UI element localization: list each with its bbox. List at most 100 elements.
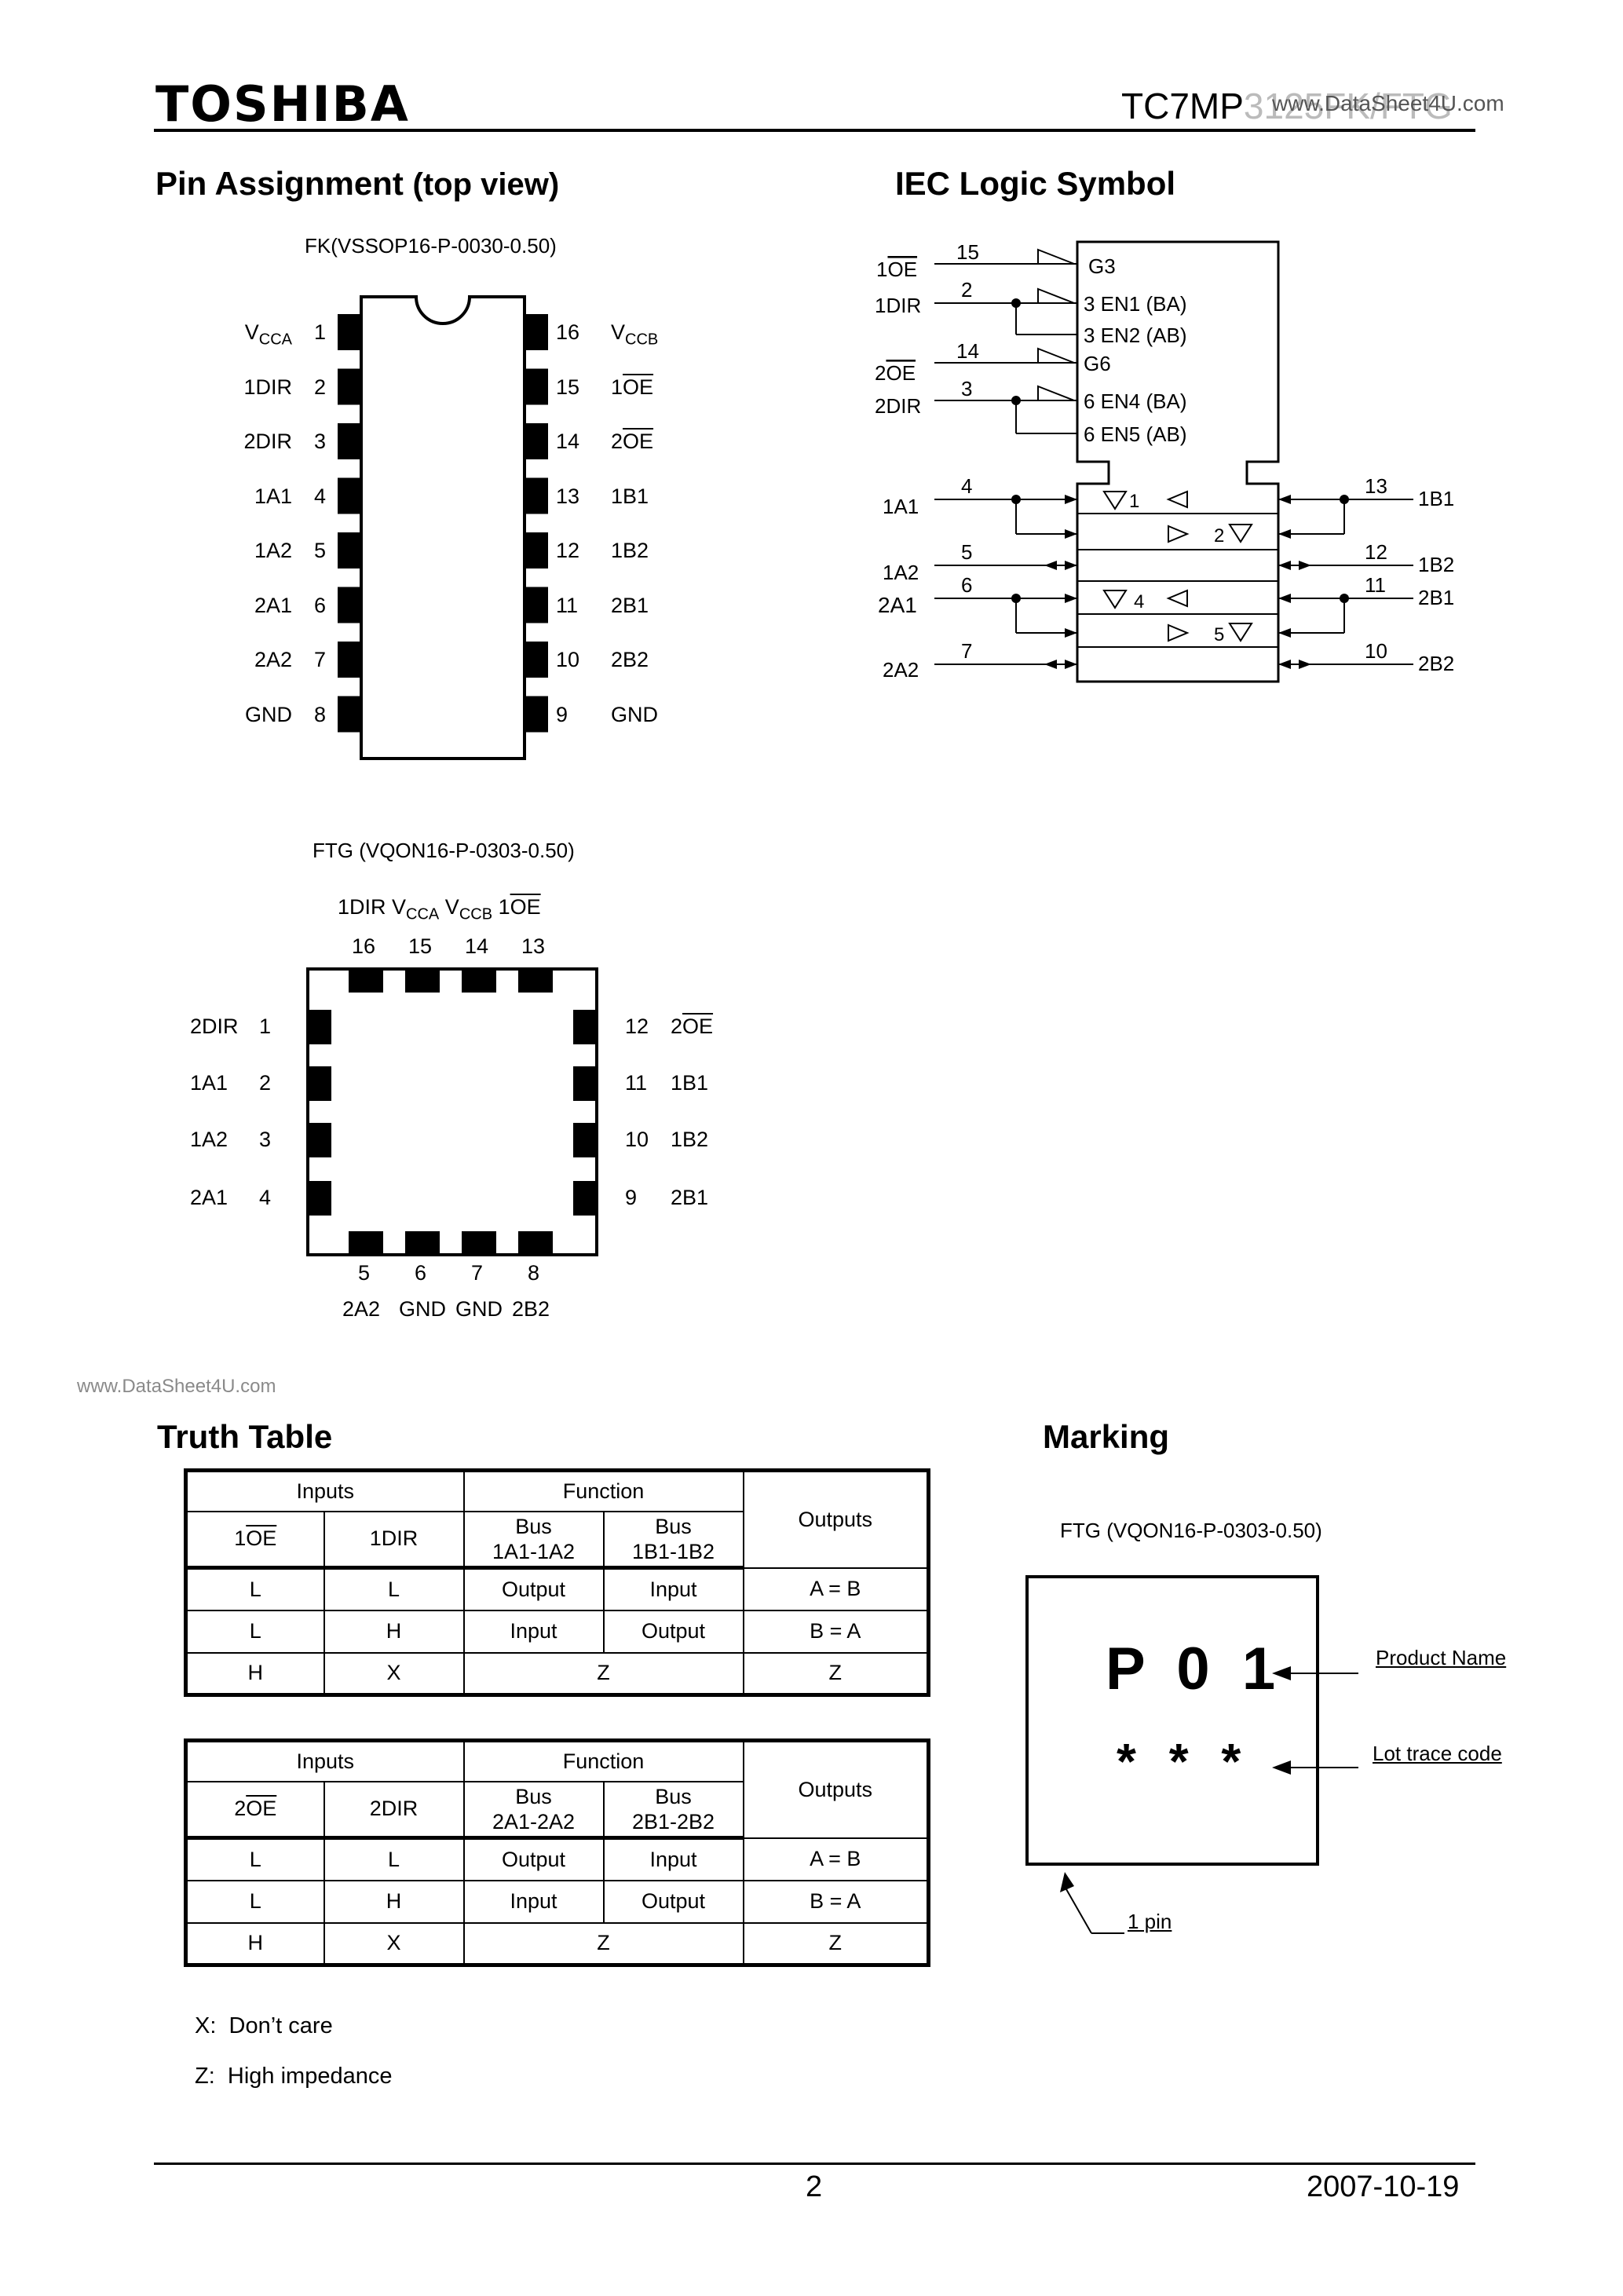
fk-pin-name-11: 2B1 <box>611 593 649 617</box>
fk-pad-left-5 <box>338 532 361 569</box>
ftg-pin-num-12: 12 <box>625 1015 649 1038</box>
iec-ctrl-num-14: 14 <box>956 339 979 363</box>
table-cell: Z <box>742 1921 930 1966</box>
ftg-pin-num-13: 13 <box>521 934 546 958</box>
ftg-pin-name-3: 1A2 <box>190 1128 228 1151</box>
iec-left-num-4: 4 <box>961 474 972 498</box>
fk-pin-num-12: 12 <box>556 539 580 562</box>
fk-pin-num-14: 14 <box>556 430 580 453</box>
iec-ctrl-label-3: 3 EN2 (AB) <box>1084 324 1187 347</box>
ftg-pad-bottom-7 <box>462 1231 496 1255</box>
fk-package-label: FK(VSSOP16-P-0030-0.50) <box>305 234 557 258</box>
iec-ctrl-label-2: 3 EN1 (BA) <box>1084 292 1187 316</box>
fk-pin-num-6: 6 <box>314 593 327 617</box>
fk-package-body <box>360 295 526 760</box>
product-code: P 0 1 <box>1106 1636 1284 1702</box>
ftg-bottom-label-4: 2B2 <box>512 1297 550 1321</box>
iec-input-2dir: 2DIR <box>875 394 921 418</box>
ftg-package-label: FTG (VQON16-P-0303-0.50) <box>313 839 575 862</box>
ftg-pad-left-4 <box>308 1181 331 1216</box>
ftg-pin-name-12: 2OE <box>671 1015 714 1038</box>
lot-trace-label: Lot trace code <box>1373 1742 1502 1765</box>
table-cell: H <box>185 1651 325 1696</box>
footer-rule <box>154 2163 1475 2165</box>
table-cell: H <box>185 1921 325 1966</box>
table-cell: A = B <box>742 1837 930 1881</box>
table-cell: L <box>323 1567 465 1611</box>
table-cell: L <box>323 1837 465 1881</box>
iec-ctrl-num-2: 2 <box>961 278 972 302</box>
ftg-pad-bottom-8 <box>518 1231 553 1255</box>
fk-pin-num-2: 2 <box>314 375 327 399</box>
ftg-pin-num-16: 16 <box>352 934 376 958</box>
part-number: TC7MP3125FK/FTG <box>1121 85 1453 127</box>
ftg-pad-bottom-5 <box>349 1231 383 1255</box>
iec-right-num-13: 13 <box>1365 474 1387 498</box>
fk-pin-num-16: 16 <box>556 320 580 344</box>
hdr-function: Function <box>462 1469 744 1512</box>
iec-input-2oe: 2OE <box>875 361 916 385</box>
fk-pin-num-8: 8 <box>314 702 327 726</box>
iec-logic-symbol: G3 3 EN1 (BA) 3 EN2 (AB) G6 6 EN4 (BA) 6… <box>875 240 1454 683</box>
hdr-oe: 2OE <box>185 1780 325 1840</box>
table-cell: X <box>323 1921 465 1966</box>
ftg-pin-num-9: 9 <box>625 1186 638 1209</box>
ftg-pin-num-3: 3 <box>259 1128 272 1151</box>
fk-pin-num-7: 7 <box>314 648 327 671</box>
table-cell: H <box>323 1609 465 1654</box>
marking-package-box <box>1025 1575 1319 1866</box>
hdr-inputs: Inputs <box>185 1739 465 1782</box>
ftg-bottom-label-1: 2A2 <box>342 1297 381 1321</box>
ftg-pad-right-9 <box>573 1181 597 1216</box>
page-number: 2 <box>806 2170 823 2203</box>
ftg-pin-num-15: 15 <box>408 934 433 958</box>
fk-pin-num-10: 10 <box>556 648 580 671</box>
iec-right-name-1b1: 1B1 <box>1418 487 1454 510</box>
table-cell: Input <box>602 1837 744 1881</box>
iec-control-block <box>1076 240 1280 683</box>
fk-pin-name-2: 1DIR <box>243 375 292 399</box>
fk-pin-num-11: 11 <box>556 593 579 617</box>
ftg-pin-name-4: 2A1 <box>190 1186 228 1209</box>
fk-pin-num-3: 3 <box>314 430 327 453</box>
table-cell: Output <box>602 1879 744 1924</box>
iec-left-num-7: 7 <box>961 639 972 663</box>
fk-pin-num-1: 1 <box>314 320 327 344</box>
table-cell: B = A <box>742 1609 930 1654</box>
fk-pin-num-9: 9 <box>556 702 568 726</box>
table-cell: Input <box>462 1879 605 1924</box>
pin-assignment-subtitle: (top view) <box>412 167 560 202</box>
fk-pad-left-4 <box>338 477 361 514</box>
ftg-pin-name-2: 1A1 <box>190 1071 228 1095</box>
fk-pin-num-4: 4 <box>314 484 327 508</box>
fk-pad-left-2 <box>338 368 361 405</box>
iec-cell-1: 1 <box>1129 491 1139 512</box>
ftg-pin-name-10: 1B2 <box>671 1128 709 1151</box>
iec-ctrl-label-4: G6 <box>1084 352 1111 375</box>
watermark-mid: www.DataSheet4U.com <box>77 1376 276 1397</box>
table-cell: Output <box>602 1609 744 1654</box>
iec-left-num-6: 6 <box>961 573 972 597</box>
table-cell: Input <box>602 1567 744 1611</box>
fk-pin-num-5: 5 <box>314 539 327 562</box>
ftg-pin-name-11: 1B1 <box>671 1071 709 1095</box>
fk-pad-right-11 <box>525 587 548 623</box>
truth-table-title: Truth Table <box>157 1418 333 1455</box>
ftg-pin-name-9: 2B1 <box>671 1186 709 1209</box>
iec-right-name-1b2: 1B2 <box>1418 553 1454 576</box>
marking-title: Marking <box>1043 1418 1170 1455</box>
fk-pad-right-13 <box>525 477 548 514</box>
watermark-top: www.DataSheet4U.com <box>1272 91 1504 115</box>
table-cell: B = A <box>742 1879 930 1924</box>
iec-cell-2: 2 <box>1214 525 1224 547</box>
fk-pad-left-3 <box>338 423 361 459</box>
ftg-top-label-vcca: VCCA <box>392 895 440 923</box>
iec-title: IEC Logic Symbol <box>895 165 1176 202</box>
ftg-top-label-1dir: 1DIR <box>338 895 386 919</box>
